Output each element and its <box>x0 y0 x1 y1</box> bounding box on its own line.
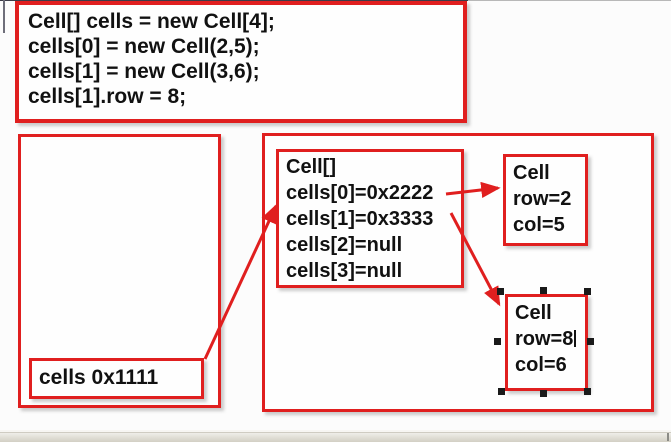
toolbar-edge-line <box>3 0 5 33</box>
cell-col-field: col=5 <box>513 214 565 236</box>
cell-object-top-box[interactable]: Cell row=2 col=5 <box>503 154 588 246</box>
selection-handle-top-right[interactable] <box>584 288 591 295</box>
selection-handle-bottom-center[interactable] <box>540 390 547 397</box>
array-element-0: cells[0]=0x2222 <box>286 182 434 204</box>
array-element-3: cells[3]=null <box>286 260 403 282</box>
array-element-1: cells[1]=0x3333 <box>286 208 434 230</box>
arrow-element1-to-cell2[interactable] <box>449 212 501 307</box>
horizontal-scrollbar[interactable] <box>0 432 671 442</box>
selection-handle-bottom-left[interactable] <box>498 388 505 395</box>
code-box[interactable]: Cell[] cells = new Cell[4]; cells[0] = n… <box>15 1 467 123</box>
arrow-element0-to-cell1[interactable] <box>445 181 501 198</box>
cell-row-field: row=2 <box>513 188 572 210</box>
array-object-box[interactable]: Cell[] cells[0]=0x2222 cells[1]=0x3333 c… <box>276 149 464 288</box>
code-line: cells[1].row = 8; <box>28 85 187 108</box>
selection-handle-top-center[interactable] <box>540 287 547 294</box>
code-line: Cell[] cells = new Cell[4]; <box>28 10 275 33</box>
text-caret <box>574 330 577 347</box>
selection-handle-mid-right[interactable] <box>587 338 594 345</box>
arrow-cells-to-array[interactable] <box>203 203 278 360</box>
scrollbar-thumb-edge[interactable] <box>667 433 669 441</box>
code-line: cells[1] = new Cell(3,6); <box>28 60 260 83</box>
code-line: cells[0] = new Cell(2,5); <box>28 35 260 58</box>
cell-col-field: col=6 <box>515 354 567 376</box>
cells-variable-label: cells 0x1111 <box>39 366 159 389</box>
cell-title: Cell <box>515 302 552 324</box>
window-top-edge-light <box>468 0 671 1</box>
selection-handle-top-left[interactable] <box>497 288 504 295</box>
scrollbar-highlight <box>0 430 671 432</box>
cells-variable-box[interactable]: cells 0x1111 <box>29 358 204 399</box>
cell-row-field: row=8 <box>515 326 585 352</box>
array-title: Cell[] <box>286 156 336 178</box>
cell-object-bottom-box[interactable]: Cell row=8 col=6 <box>505 294 588 391</box>
selection-handle-mid-left[interactable] <box>494 338 501 345</box>
selection-handle-bottom-right[interactable] <box>584 388 591 395</box>
array-element-2: cells[2]=null <box>286 234 403 256</box>
cell-title: Cell <box>513 162 550 184</box>
window-top-edge <box>0 0 468 1</box>
